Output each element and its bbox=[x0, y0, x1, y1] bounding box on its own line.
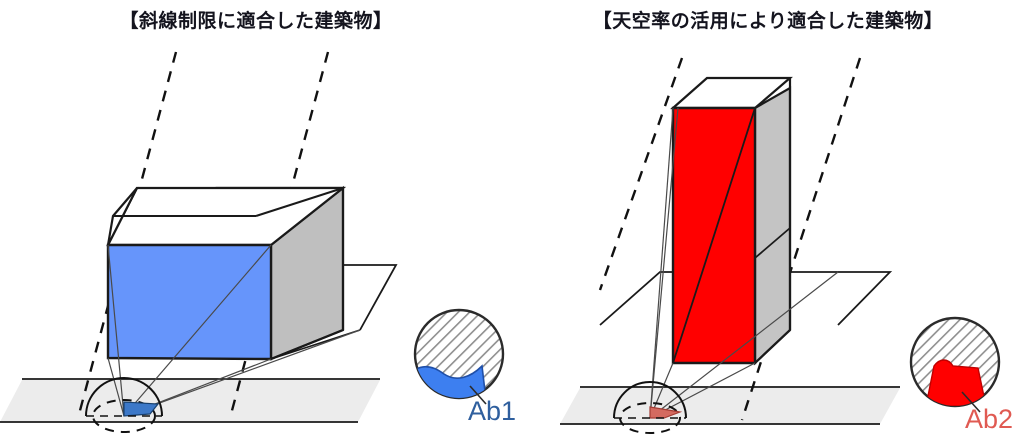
legend-leader-line-ab1 bbox=[469, 385, 487, 405]
right-restriction-lines bbox=[598, 57, 862, 421]
panel-title-left: 【斜線制限に適合した建築物】 bbox=[119, 10, 393, 32]
right-building-side-face bbox=[753, 86, 792, 366]
legend-region-ab2 bbox=[925, 359, 987, 406]
left-reference-plane bbox=[343, 264, 398, 331]
legend-circle-ab2 bbox=[909, 316, 1001, 413]
panel-title-right: 【天空率の活用により適合した建築物】 bbox=[592, 10, 944, 32]
legend-label-ab1: Ab1 bbox=[468, 396, 517, 426]
right-diagram bbox=[560, 57, 900, 434]
left-building-front-face bbox=[106, 243, 273, 361]
left-building bbox=[106, 185, 361, 361]
right-ground-plane bbox=[560, 386, 900, 425]
left-measurement-point bbox=[85, 377, 163, 433]
right-measurement-point bbox=[613, 381, 687, 434]
left-ground-plane bbox=[0, 378, 380, 423]
right-sight-lines bbox=[649, 107, 839, 419]
right-building bbox=[670, 76, 793, 366]
left-sky-wedge bbox=[123, 401, 160, 417]
legend-label-ab2: Ab2 bbox=[965, 404, 1014, 434]
legend-circle-ab1 bbox=[413, 308, 505, 405]
left-diagram bbox=[0, 51, 398, 433]
legend-leader-line-ab2 bbox=[961, 391, 981, 413]
